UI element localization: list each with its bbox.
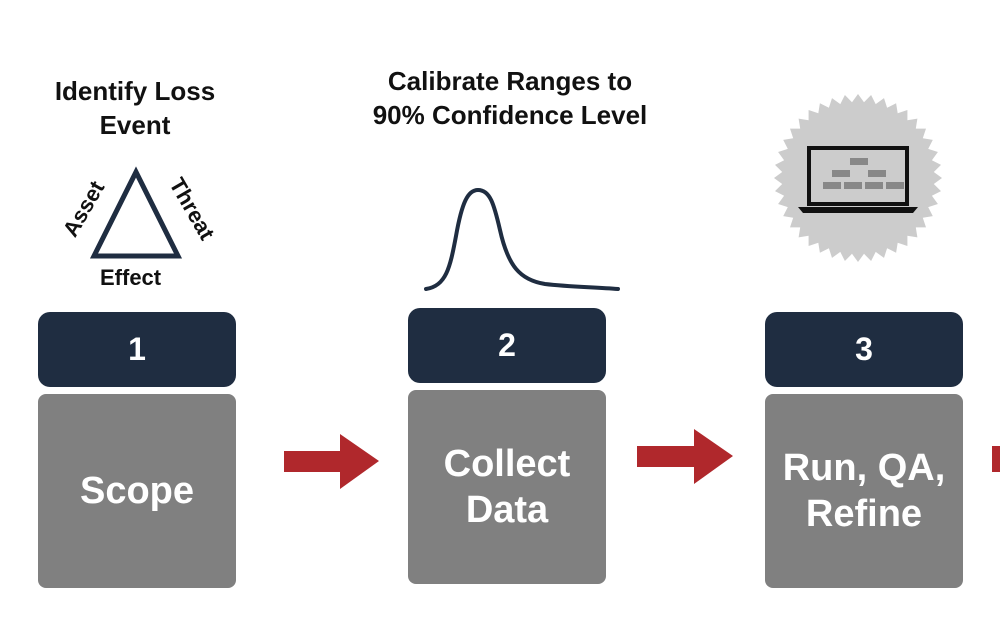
step-1-number: 1 xyxy=(38,312,236,387)
step-3-box: Run, QA, Refine xyxy=(765,394,963,588)
step-1-caption: Identify Loss Event xyxy=(54,76,216,140)
step-3-number: 3 xyxy=(765,312,963,387)
step-1-box: Scope xyxy=(38,394,236,588)
step-2-box: Collect Data xyxy=(408,390,606,584)
step-1-label: Scope xyxy=(79,470,195,512)
right-arrow-icon xyxy=(992,446,1000,472)
triangle-label-effect: Effect xyxy=(100,265,162,290)
right-arrow-icon xyxy=(284,434,379,489)
right-arrow-icon xyxy=(637,429,733,484)
step-2-caption: Calibrate Ranges to 90% Confidence Level xyxy=(372,66,648,130)
step-3-label: Run, QA, Refine xyxy=(782,447,946,535)
step-2-number: 2 xyxy=(408,308,606,383)
step-2-label: Collect Data xyxy=(443,443,571,531)
